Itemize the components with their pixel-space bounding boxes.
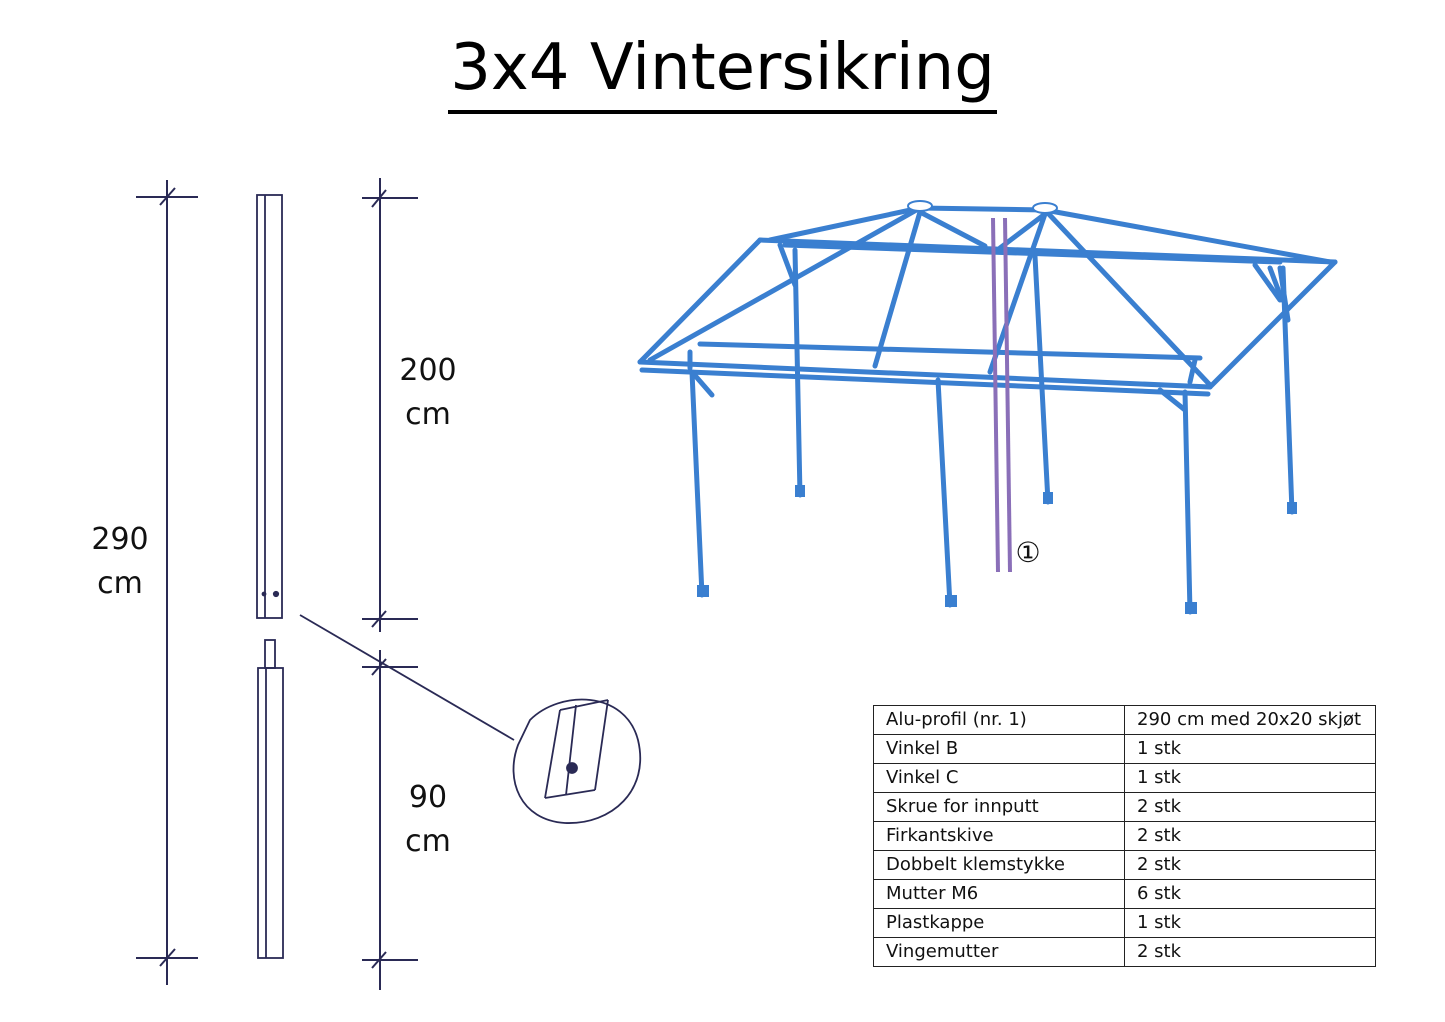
- parts-table: Alu-profil (nr. 1)290 cm med 20x20 skjøt…: [873, 705, 1376, 967]
- dim-label-90: 90 cm: [405, 780, 451, 859]
- part-qty: 1 stk: [1124, 908, 1376, 938]
- callout-number: ①: [1015, 536, 1040, 569]
- table-row: Alu-profil (nr. 1)290 cm med 20x20 skjøt: [873, 705, 1376, 735]
- part-qty: 2 stk: [1124, 937, 1376, 967]
- part-qty: 2 stk: [1124, 850, 1376, 880]
- part-qty: 290 cm med 20x20 skjøt: [1124, 705, 1376, 735]
- ridge-caps: [907, 200, 1058, 214]
- leg-feet: [697, 485, 1297, 614]
- part-qty: 1 stk: [1124, 763, 1376, 793]
- profile-lower: [257, 639, 284, 959]
- page-title: 3x4 Vintersikring: [0, 26, 1445, 114]
- part-qty: 2 stk: [1124, 792, 1376, 822]
- highlighted-post: [991, 217, 1012, 573]
- part-qty: 2 stk: [1124, 821, 1376, 851]
- detail-callout: [299, 614, 642, 824]
- part-name: Vinkel C: [873, 763, 1125, 793]
- part-name: Plastkappe: [873, 908, 1125, 938]
- profile-upper: [256, 194, 283, 619]
- part-name: Alu-profil (nr. 1): [873, 705, 1125, 735]
- part-name: Dobbelt klemstykke: [873, 850, 1125, 880]
- dim-label-200: 200 cm: [399, 353, 457, 432]
- dimension-line-290: [136, 180, 198, 985]
- part-name: Vingemutter: [873, 937, 1125, 967]
- dimension-line-200-90: [362, 178, 418, 990]
- part-name: Vinkel B: [873, 734, 1125, 764]
- gazebo-frame: [637, 205, 1338, 615]
- dim-label-290: 290 cm: [91, 522, 149, 601]
- part-qty: 1 stk: [1124, 734, 1376, 764]
- part-qty: 6 stk: [1124, 879, 1376, 909]
- part-name: Mutter M6: [873, 879, 1125, 909]
- part-name: Skrue for innputt: [873, 792, 1125, 822]
- part-name: Firkantskive: [873, 821, 1125, 851]
